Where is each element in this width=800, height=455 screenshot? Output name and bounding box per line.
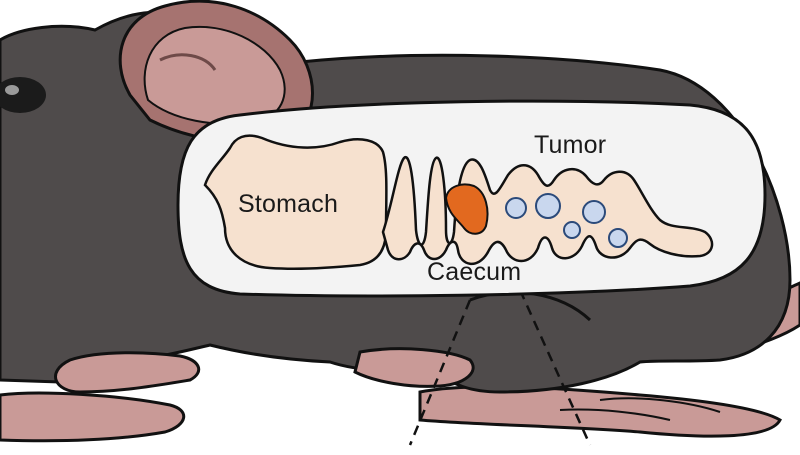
ear-fold bbox=[159, 53, 217, 71]
zoom-line-left bbox=[408, 299, 472, 446]
tumor-label: Tumor bbox=[534, 131, 607, 159]
zoom-line-right bbox=[518, 289, 592, 446]
eye-highlight bbox=[5, 85, 19, 95]
stomach-label: Stomach bbox=[238, 190, 339, 218]
middle-foot bbox=[353, 347, 475, 388]
hind-foot bbox=[418, 385, 782, 438]
tumor-3 bbox=[563, 221, 581, 239]
front-paw-lower bbox=[0, 391, 186, 443]
stomach bbox=[203, 134, 388, 271]
tumor-4 bbox=[582, 200, 606, 224]
front-paw bbox=[54, 351, 201, 394]
caecum bbox=[444, 183, 489, 235]
tumor-2 bbox=[535, 193, 561, 219]
hind-toes bbox=[559, 397, 721, 421]
tumor-1 bbox=[505, 197, 527, 219]
caecum-label: Caecum bbox=[427, 258, 522, 286]
tumor-5 bbox=[608, 228, 628, 248]
